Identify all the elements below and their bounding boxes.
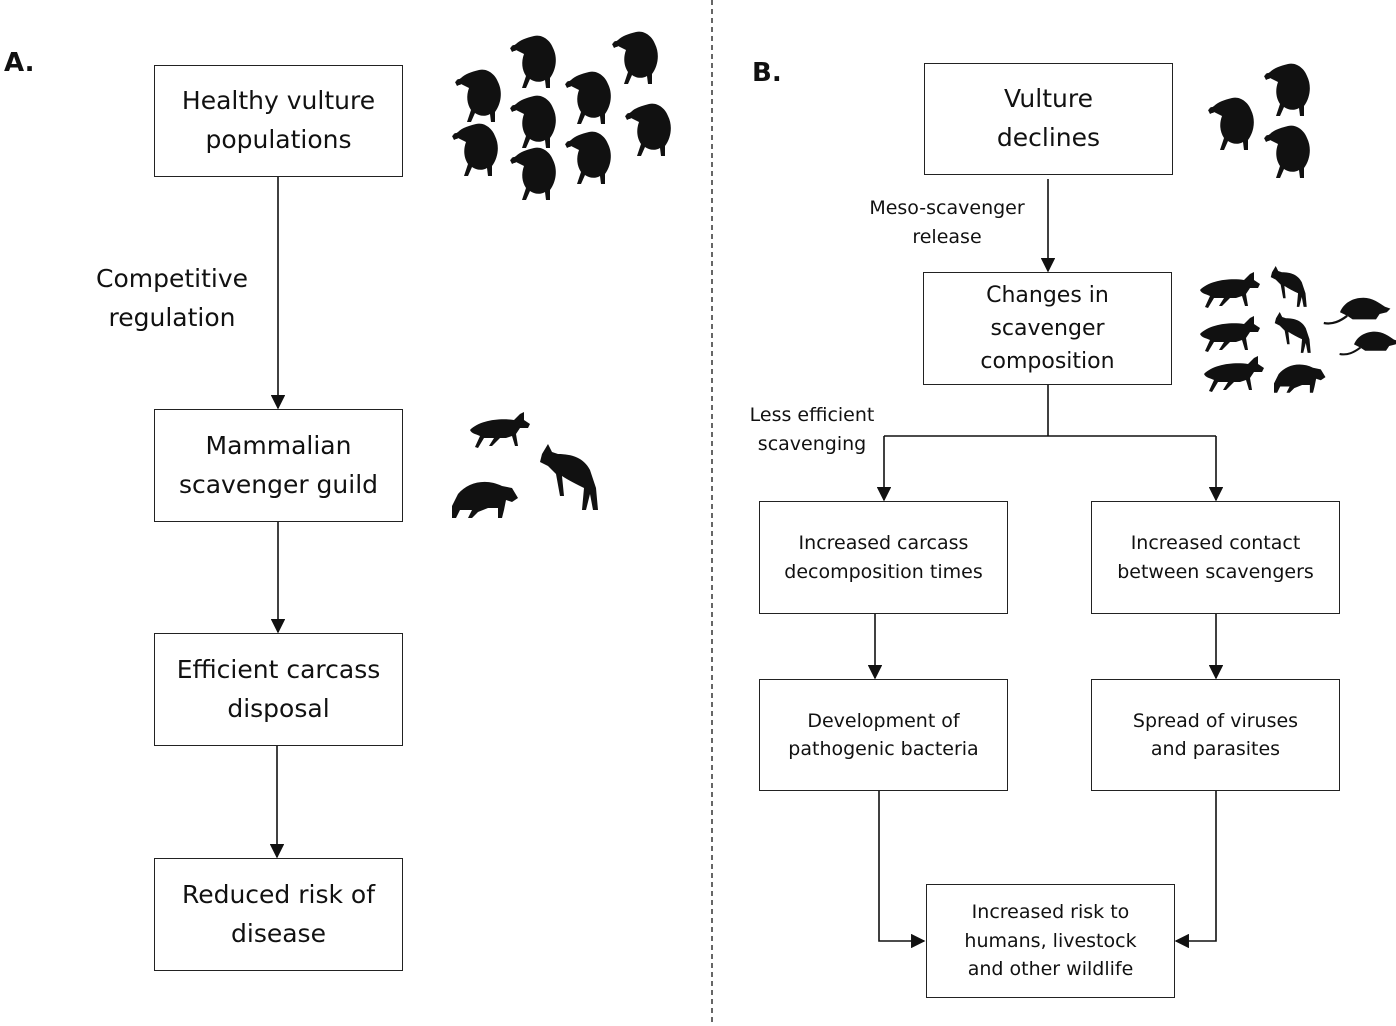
edge-label-meso-scavenger-release: Meso-scavenger release [857, 194, 1037, 251]
edge-text: Less efficient [749, 404, 875, 426]
edge-text: scavenging [757, 432, 867, 455]
edge-text: Competitive [95, 264, 249, 293]
vulture-icon [565, 131, 611, 184]
rat-icon [1338, 330, 1396, 356]
hyena-icon [1274, 364, 1326, 393]
node-development-of-pathogenic-bacteria: Development of pathogenic bacteria [759, 679, 1008, 791]
node-text: Efficient carcass [176, 654, 381, 684]
vulture-icon [625, 103, 671, 156]
node-text: Increased carcass [798, 532, 969, 554]
node-text: Increased contact [1130, 532, 1301, 554]
node-efficient-carcass-disposal: Efficient carcass disposal [154, 633, 403, 746]
node-text: composition [980, 349, 1115, 374]
node-text: pathogenic bacteria [788, 738, 979, 760]
rat-icon [1322, 296, 1392, 325]
node-text: humans, livestock [964, 929, 1137, 952]
vulture-icon [452, 123, 498, 176]
node-text: populations [205, 125, 352, 154]
dog-icon [470, 412, 530, 448]
node-text: Mammalian [205, 430, 352, 460]
edge-text: regulation [108, 302, 236, 332]
hyena-icon [452, 481, 518, 518]
jackal-icon [1274, 312, 1311, 353]
vulture-icon [455, 69, 501, 122]
node-text: scavenger guild [178, 469, 379, 499]
vulture-icon [1208, 97, 1254, 150]
node-text: declines [996, 123, 1101, 152]
dog-icon [1200, 316, 1260, 352]
node-vulture-declines: Vulture declines [924, 63, 1173, 175]
node-text: Changes in [986, 283, 1109, 308]
jackal-icon [540, 444, 598, 510]
jackal-icon [1270, 266, 1307, 307]
arrow-bacteria-to-risk [878, 790, 926, 949]
node-text: decomposition times [784, 560, 983, 583]
panel-a-label: A. [4, 48, 35, 78]
node-changes-in-scavenger-composition: Changes in scavenger composition [923, 272, 1172, 385]
edge-text: release [912, 225, 982, 248]
vulture-icon [565, 71, 611, 124]
node-mammalian-scavenger-guild: Mammalian scavenger guild [154, 409, 403, 522]
panel-b-label: B. [752, 58, 782, 88]
vulture-icon [1264, 125, 1310, 178]
node-text: disease [231, 918, 326, 948]
edge-text: Meso-scavenger [869, 197, 1025, 219]
node-reduced-risk-of-disease: Reduced risk of disease [154, 858, 403, 971]
edge-label-competitive-regulation: Competitive regulation [86, 260, 258, 338]
node-text: Increased risk to [971, 901, 1130, 924]
dog-icon [1200, 272, 1260, 308]
vulture-icon [510, 147, 556, 200]
edge-label-less-efficient-scavenging: Less efficient scavenging [742, 401, 882, 458]
node-spread-of-viruses-and-parasites: Spread of viruses and parasites [1091, 679, 1340, 791]
node-text: between scavengers [1117, 560, 1314, 583]
dog-icon [1204, 356, 1264, 392]
node-text: Healthy vulture [181, 86, 376, 116]
vulture-icon [1264, 63, 1310, 116]
node-increased-risk-to-humans: Increased risk to humans, livestock and ot… [926, 884, 1175, 998]
node-text: Vulture [1004, 84, 1093, 114]
node-healthy-vulture-populations: Healthy vulture populations [154, 65, 403, 177]
vulture-icon [510, 95, 556, 148]
vulture-icon [612, 31, 658, 84]
node-text: and other wildlife [967, 958, 1134, 981]
node-text: scavenger [990, 316, 1105, 341]
node-increased-carcass-decomposition: Increased carcass decomposition times [759, 501, 1008, 614]
node-text: and parasites [1150, 738, 1281, 760]
node-text: Spread of viruses [1132, 709, 1299, 732]
arrow-viruses-to-risk [1174, 790, 1217, 949]
node-text: Development of [807, 709, 960, 732]
node-increased-contact-between-scavengers: Increased contact between scavengers [1091, 501, 1340, 614]
node-text: disposal [227, 693, 330, 723]
node-text: Reduced risk of [181, 879, 376, 909]
vulture-icon [510, 35, 556, 88]
